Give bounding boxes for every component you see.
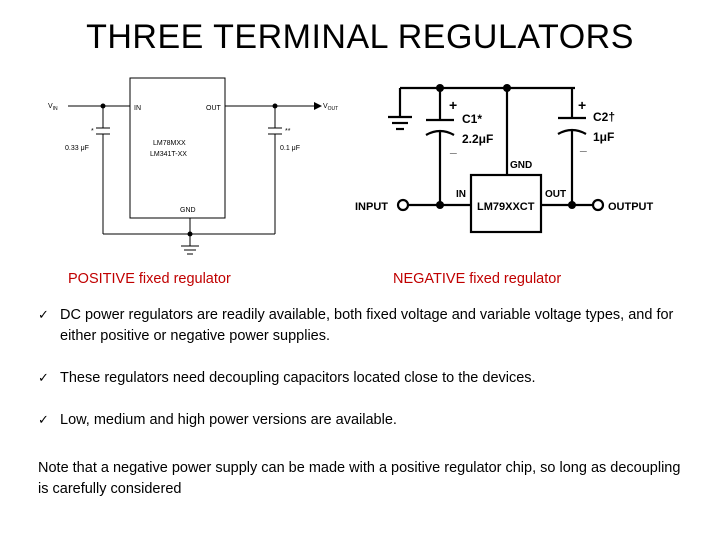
bullet-text: Low, medium and high power versions are … <box>60 412 397 428</box>
positive-vin-label: V <box>48 103 53 110</box>
bullet-item: ✓ Low, medium and high power versions ar… <box>38 410 698 431</box>
svg-text:VIN: VIN <box>48 103 58 112</box>
positive-cin-star: * <box>91 128 94 135</box>
negative-pin-in: IN <box>456 189 466 200</box>
negative-caption: NEGATIVE fixed regulator <box>393 271 562 287</box>
positive-junction-gnd <box>187 231 193 237</box>
positive-regulator-diagram: VIN VOUT IN OUT GND LM78MXX LM341T-XX * … <box>48 77 338 255</box>
negative-c2-plus: + <box>578 97 586 113</box>
positive-pin-gnd: GND <box>180 207 196 214</box>
checkmark-icon: ✓ <box>38 371 49 386</box>
bullet-text: DC power regulators are readily availabl… <box>60 307 674 344</box>
negative-c1-value: 2.2μF <box>462 132 493 146</box>
negative-junction-c1-in <box>436 201 444 209</box>
negative-output-terminal <box>591 198 605 212</box>
negative-pin-out: OUT <box>545 189 566 200</box>
bullet-item: ✓ DC power regulators are readily availa… <box>38 305 698 347</box>
positive-junction-out <box>272 103 278 109</box>
negative-output-label: OUTPUT <box>608 201 654 213</box>
negative-junction-gnd-top <box>503 84 511 92</box>
negative-junction-c2-out <box>568 201 576 209</box>
negative-input-terminal <box>396 198 410 212</box>
negative-c1-label: C1* <box>462 112 482 126</box>
svg-text:VOUT: VOUT <box>323 103 338 112</box>
bullet-list: ✓ DC power regulators are readily availa… <box>38 305 698 452</box>
positive-cout-value: 0.1 μF <box>280 145 300 152</box>
positive-chip-line1: LM78MXX <box>153 140 186 147</box>
positive-cout-star: ** <box>285 128 291 135</box>
positive-chip-body <box>129 77 226 219</box>
positive-vout-label: V <box>323 103 328 110</box>
bullet-item: ✓ These regulators need decoupling capac… <box>38 368 698 389</box>
positive-pin-in: IN <box>134 105 141 112</box>
slide-title: THREE TERMINAL REGULATORS <box>86 18 634 56</box>
negative-c1-minus: _ <box>449 141 457 155</box>
positive-caption: POSITIVE fixed regulator <box>68 271 231 287</box>
negative-input-label: INPUT <box>355 201 388 213</box>
positive-cin-value: 0.33 μF <box>65 145 89 152</box>
negative-c1-plus: + <box>449 97 457 113</box>
negative-chip-body <box>469 173 543 234</box>
positive-pin-out: OUT <box>206 105 222 112</box>
negative-regulator-diagram: + _ C1* 2.2μF + _ C2† 1μF GND IN OUT LM7… <box>355 84 654 234</box>
negative-c2-minus: _ <box>579 139 587 153</box>
positive-junction-in <box>100 103 106 109</box>
checkmark-icon: ✓ <box>38 308 49 323</box>
negative-pin-gnd: GND <box>510 160 532 171</box>
bullet-text: These regulators need decoupling capacit… <box>60 370 536 386</box>
negative-chip-label: LM79XXCT <box>477 201 535 213</box>
negative-c2-label: C2† <box>593 110 615 124</box>
checkmark-icon: ✓ <box>38 413 49 428</box>
note-paragraph: Note that a negative power supply can be… <box>38 460 681 497</box>
negative-junction-c1-top <box>436 84 444 92</box>
positive-chip-line2: LM341T-XX <box>150 151 187 158</box>
negative-c2-value: 1μF <box>593 130 614 144</box>
